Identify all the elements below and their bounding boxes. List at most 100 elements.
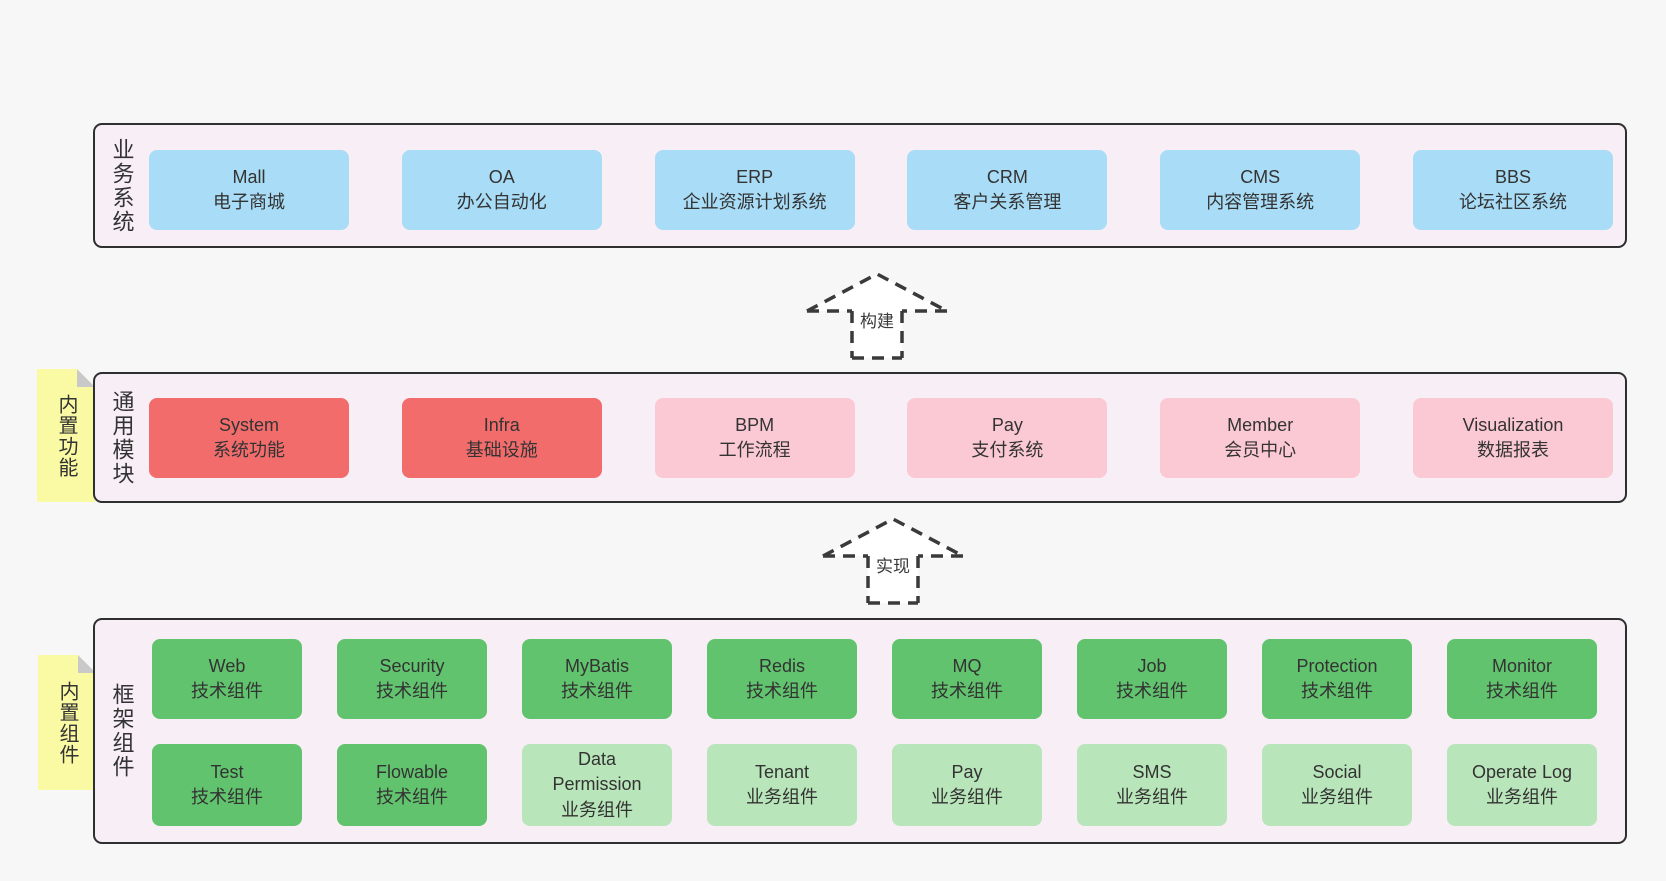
sticky-note-text: 内置组件 (56, 680, 78, 765)
box-subtitle: 支付系统 (971, 440, 1044, 460)
box-operate-log: Operate Log 业务组件 (1447, 744, 1597, 826)
box-pay-system: Pay 支付系统 (907, 398, 1108, 478)
layer-business-systems: 业务系统 Mall 电子商城 OA 办公自动化 ERP 企业资源计划系统 CRM… (93, 123, 1627, 248)
box-title: Mall (232, 166, 266, 187)
box-title: Monitor (1491, 655, 1553, 676)
layer-common-modules: 通用模块 System 系统功能 Infra 基础设施 BPM 工作流程 Pay… (93, 372, 1627, 503)
box-monitor: Monitor 技术组件 (1447, 639, 1597, 719)
box-cms: CMS 内容管理系统 (1160, 150, 1361, 230)
box-subtitle: 电子商城 (213, 192, 285, 212)
box-title: Redis (758, 655, 806, 676)
box-title: BPM (735, 414, 775, 435)
box-title: CRM (986, 166, 1028, 187)
box-subtitle: 业务组件 (561, 799, 633, 820)
box-data-permission: Data Permission 业务组件 (522, 744, 672, 826)
layer-label-framework-components: 框架组件 (109, 683, 135, 779)
box-subtitle: 会员中心 (1224, 440, 1297, 460)
box-subtitle: 技术组件 (376, 681, 448, 701)
box-title: ERP (736, 166, 774, 187)
box-subtitle: 数据报表 (1476, 440, 1549, 460)
box-subtitle: 工作流程 (718, 440, 791, 460)
box-title: Data Permission (552, 749, 642, 795)
box-subtitle: 业务组件 (931, 787, 1003, 807)
box-subtitle: 技术组件 (1116, 681, 1188, 701)
box-title: Pay (951, 761, 983, 782)
box-title: Social (1312, 761, 1362, 782)
box-subtitle: 技术组件 (746, 681, 818, 701)
box-subtitle: 业务组件 (1486, 787, 1558, 807)
layer-label-common-modules: 通用模块 (109, 389, 135, 486)
arrow-build: 构建 (802, 271, 952, 361)
box-social: Social 业务组件 (1262, 744, 1412, 826)
box-subtitle: 技术组件 (376, 787, 448, 807)
box-oa: OA 办公自动化 (401, 150, 602, 230)
box-subtitle: 论坛社区系统 (1458, 192, 1567, 212)
box-title: Job (1137, 655, 1167, 676)
box-mybatis: MyBatis 技术组件 (522, 639, 672, 719)
box-subtitle: 客户关系管理 (953, 192, 1062, 212)
box-security: Security 技术组件 (337, 639, 487, 719)
box-title: System (218, 414, 279, 435)
common-modules-row: System 系统功能 Infra 基础设施 BPM 工作流程 Pay 支付系统… (149, 398, 1613, 478)
box-title: Infra (483, 414, 520, 435)
box-subtitle: 技术组件 (1301, 681, 1373, 701)
box-mq: MQ 技术组件 (892, 639, 1042, 719)
box-subtitle: 基础设施 (465, 440, 538, 460)
box-subtitle: 技术组件 (931, 681, 1003, 701)
box-title: OA (488, 166, 515, 187)
box-title: MQ (952, 655, 982, 676)
box-title: Tenant (754, 761, 810, 782)
box-subtitle: 业务组件 (746, 787, 818, 807)
box-subtitle: 系统功能 (213, 440, 285, 460)
sticky-note-builtin-components: 内置组件 (38, 655, 96, 790)
layer-framework-components: 框架组件 Web 技术组件 Security 技术组件 MyBatis 技术组件… (93, 618, 1627, 844)
arrow-implement-label: 实现 (871, 550, 915, 579)
box-protection: Protection 技术组件 (1262, 639, 1412, 719)
arrow-implement: 实现 (818, 516, 968, 606)
box-visualization: Visualization 数据报表 (1412, 398, 1613, 478)
box-tenant: Tenant 业务组件 (707, 744, 857, 826)
box-flowable: Flowable 技术组件 (337, 744, 487, 826)
box-sms: SMS 业务组件 (1077, 744, 1227, 826)
box-member: Member 会员中心 (1160, 398, 1361, 478)
box-title: Web (208, 655, 246, 676)
box-subtitle: 技术组件 (191, 681, 263, 701)
box-subtitle: 技术组件 (1486, 681, 1558, 701)
box-title: Member (1227, 414, 1294, 435)
box-title: Protection (1296, 655, 1378, 676)
box-title: SMS (1132, 761, 1172, 782)
box-title: MyBatis (564, 655, 629, 676)
box-title: BBS (1494, 166, 1531, 187)
box-title: CMS (1240, 166, 1281, 187)
framework-components-row-2: Test 技术组件 Flowable 技术组件 Data Permission … (152, 744, 1597, 826)
box-job: Job 技术组件 (1077, 639, 1227, 719)
box-title: Visualization (1462, 414, 1564, 435)
layer-label-business-systems: 业务系统 (109, 137, 135, 234)
sticky-note-builtin-features: 内置功能 (37, 369, 95, 502)
box-erp: ERP 企业资源计划系统 (654, 150, 855, 230)
box-pay-component: Pay 业务组件 (892, 744, 1042, 826)
box-subtitle: 技术组件 (561, 681, 633, 701)
box-bpm: BPM 工作流程 (654, 398, 855, 478)
arrow-build-label: 构建 (855, 305, 899, 334)
box-system: System 系统功能 (149, 398, 349, 478)
box-title: Pay (991, 414, 1023, 435)
box-title: Security (379, 655, 445, 676)
box-title: Test (210, 761, 244, 782)
business-systems-row: Mall 电子商城 OA 办公自动化 ERP 企业资源计划系统 CRM 客户关系… (149, 150, 1613, 230)
box-bbs: BBS 论坛社区系统 (1412, 150, 1613, 230)
box-title: Operate Log (1471, 761, 1573, 782)
box-subtitle: 企业资源计划系统 (682, 192, 827, 212)
box-mall: Mall 电子商城 (149, 150, 349, 230)
box-title: Flowable (375, 761, 449, 782)
sticky-note-text: 内置功能 (55, 393, 77, 478)
box-subtitle: 内容管理系统 (1206, 192, 1315, 212)
box-redis: Redis 技术组件 (707, 639, 857, 719)
box-subtitle: 业务组件 (1301, 787, 1373, 807)
framework-components-row-1: Web 技术组件 Security 技术组件 MyBatis 技术组件 Redi… (152, 639, 1597, 719)
box-crm: CRM 客户关系管理 (907, 150, 1108, 230)
box-subtitle: 办公自动化 (456, 192, 547, 212)
box-test: Test 技术组件 (152, 744, 302, 826)
box-web: Web 技术组件 (152, 639, 302, 719)
